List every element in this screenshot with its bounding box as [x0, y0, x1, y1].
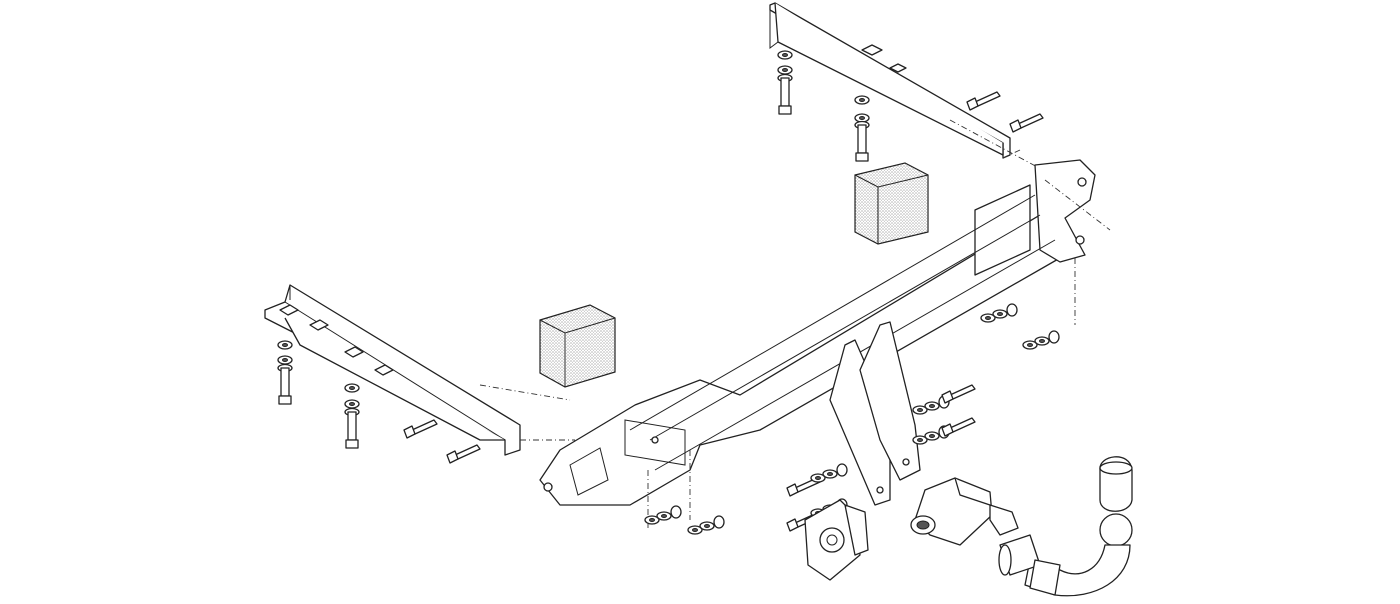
spacer-block-left: [539, 304, 616, 388]
detachable-lock-module: [910, 477, 1019, 546]
tow-ball-neck: [998, 456, 1133, 597]
spacer-block-right: [854, 162, 929, 245]
electrical-socket-plate: [804, 499, 869, 581]
main-crossbar: [539, 159, 1111, 530]
left-mounting-bracket: [264, 284, 575, 464]
right-mounting-bracket: [769, 2, 1081, 191]
